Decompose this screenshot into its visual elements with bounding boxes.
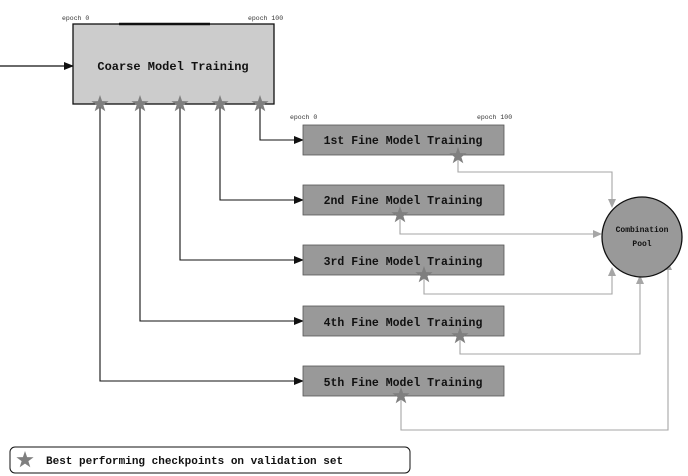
coarse-epoch-start: epoch 0 [62, 15, 89, 22]
fine-model-label: 5th Fine Model Training [324, 377, 483, 390]
fine-model-box-4: 4th Fine Model Training [302, 305, 505, 337]
coarse-model-box: Coarse Model Training [72, 22, 275, 105]
fine-model-box-3: 3rd Fine Model Training [302, 244, 505, 276]
connector-to-fine-2 [219, 104, 304, 204]
fine-3-to-pool-arrow [423, 267, 616, 295]
fine-model-box-2: 2nd Fine Model Training [302, 184, 505, 216]
legend-text: Best performing checkpoints on validatio… [46, 456, 343, 468]
fine-2-to-pool-arrow [399, 215, 602, 238]
fine-4-to-pool-arrow [459, 275, 644, 355]
connector-to-fine-1 [259, 104, 304, 144]
pool-label-line2: Pool [632, 240, 651, 249]
fine-epoch-start: epoch 0 [290, 114, 317, 121]
fine-model-label: 1st Fine Model Training [324, 135, 483, 148]
fine-model-label: 3rd Fine Model Training [324, 256, 483, 269]
fine-5-to-pool-arrow [400, 261, 672, 431]
combination-pool: Combination Pool [601, 196, 683, 278]
connector-to-fine-3 [179, 104, 304, 264]
fine-model-label: 2nd Fine Model Training [324, 195, 483, 208]
pool-label-line1: Combination [616, 226, 669, 235]
fine-1-to-pool-arrow [457, 156, 616, 208]
coarse-model-label: Coarse Model Training [97, 60, 248, 74]
connector-to-fine-5 [99, 104, 304, 385]
legend: Best performing checkpoints on validatio… [9, 446, 411, 474]
fine-model-box-5: 5th Fine Model Training [302, 365, 505, 397]
fine-model-box-1: 1st Fine Model Training [302, 124, 505, 156]
connector-to-fine-4 [139, 104, 304, 325]
coarse-epoch-end: epoch 100 [248, 15, 283, 22]
fine-model-label: 4th Fine Model Training [324, 317, 483, 330]
fine-epoch-end: epoch 100 [477, 114, 512, 121]
